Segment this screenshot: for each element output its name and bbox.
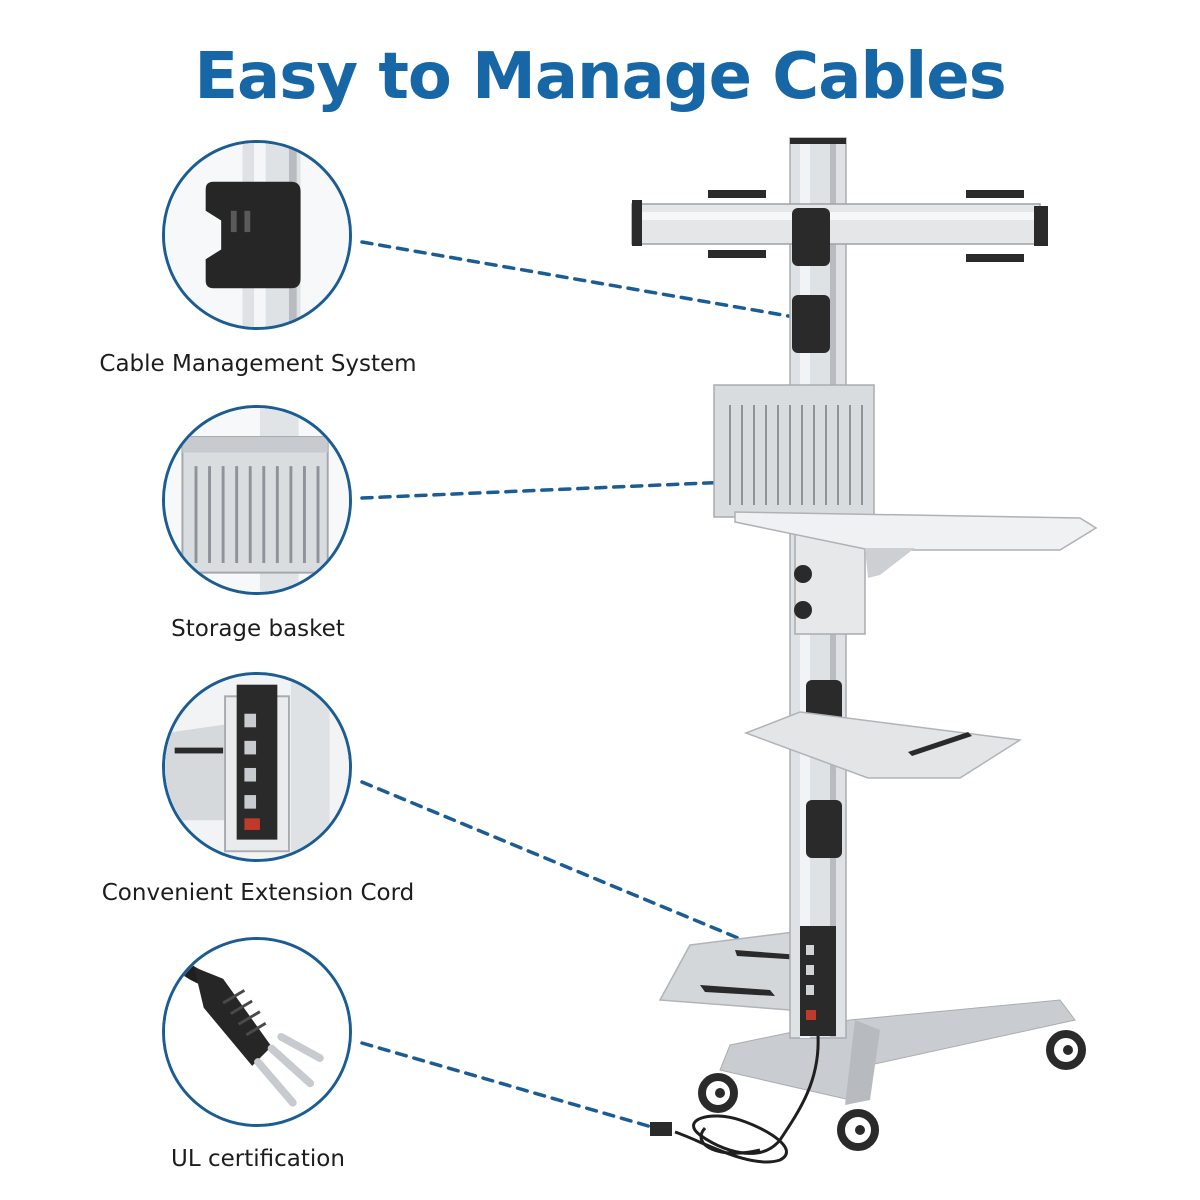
feature-label-cable-management: Cable Management System bbox=[99, 351, 417, 377]
leader-line-extension-cord bbox=[360, 780, 810, 969]
callout-storage-basket bbox=[162, 405, 352, 595]
dual-monitor-bar bbox=[631, 190, 1048, 262]
cart-base bbox=[698, 999, 1086, 1151]
feature-label-extension-cord: Convenient Extension Cord bbox=[101, 880, 415, 906]
storage-basket bbox=[713, 384, 875, 518]
callout-extension-cord bbox=[162, 672, 352, 862]
leader-lines bbox=[360, 240, 810, 1132]
cable-clip-icon bbox=[165, 143, 349, 327]
middle-shelf bbox=[743, 711, 1023, 779]
caster-wheels bbox=[698, 1030, 1086, 1151]
basket-icon bbox=[165, 408, 349, 592]
power-strip-icon bbox=[165, 675, 349, 859]
floor-plug bbox=[650, 1122, 672, 1136]
leader-line-ul-certification bbox=[360, 1041, 664, 1132]
plug-icon bbox=[165, 940, 349, 1124]
feature-label-storage-basket: Storage basket bbox=[171, 616, 345, 642]
work-surface bbox=[734, 511, 1098, 578]
feature-label-ul-certification: UL certification bbox=[171, 1146, 345, 1172]
callout-cable-management bbox=[162, 140, 352, 330]
callout-ul-certification bbox=[162, 937, 352, 1127]
mounted-power-strip bbox=[800, 926, 836, 1036]
page-title: Easy to Manage Cables bbox=[194, 40, 1006, 114]
leader-line-storage-basket bbox=[360, 480, 732, 500]
leader-line-cable-management bbox=[360, 240, 802, 320]
power-cord bbox=[674, 1035, 820, 1164]
